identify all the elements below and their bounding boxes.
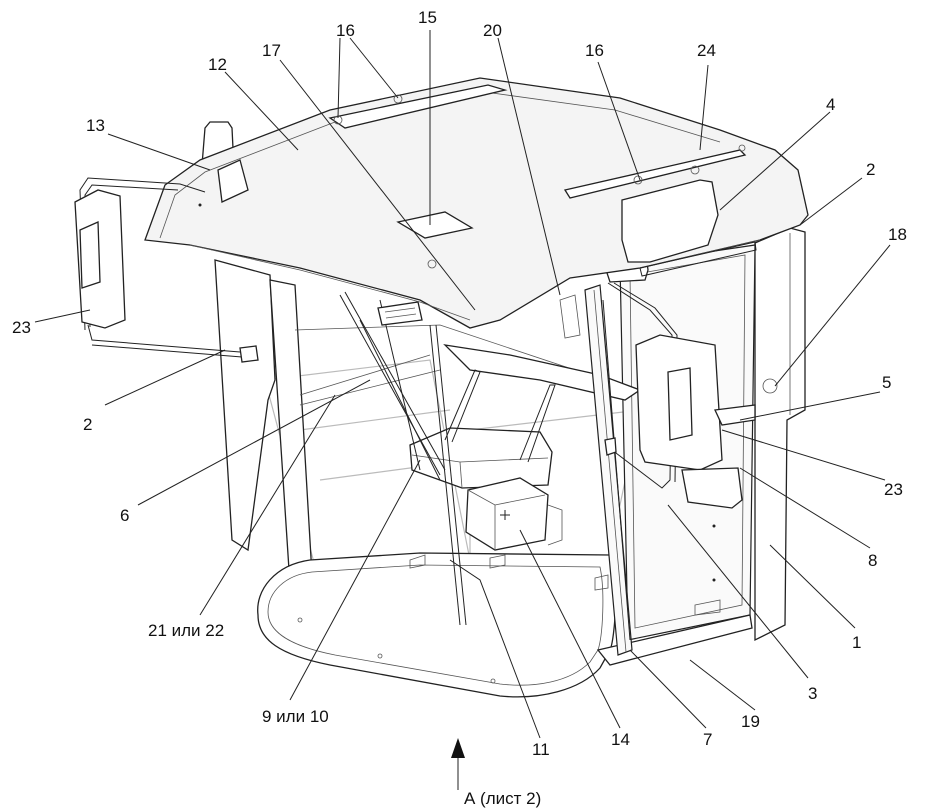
label-2-left: 2 xyxy=(83,415,92,434)
first-aid-kit xyxy=(465,477,563,551)
label-view-a: А (лист 2) xyxy=(464,789,541,808)
label-4: 4 xyxy=(826,95,835,114)
label-17: 17 xyxy=(262,41,281,60)
label-8: 8 xyxy=(868,551,877,570)
label-9-or-10: 9 или 10 xyxy=(262,707,329,726)
label-15: 15 xyxy=(418,8,437,27)
label-19: 19 xyxy=(741,712,760,731)
right-mirror xyxy=(604,282,756,509)
label-14: 14 xyxy=(611,730,630,749)
label-24: 24 xyxy=(697,41,716,60)
label-2-right: 2 xyxy=(866,160,875,179)
leader-lines xyxy=(34,30,891,739)
cab-body-left xyxy=(214,259,313,586)
label-16-top: 16 xyxy=(336,21,355,40)
view-arrow-a xyxy=(451,738,465,790)
label-21-or-22: 21 или 22 xyxy=(148,621,224,640)
label-23-right: 23 xyxy=(884,480,903,499)
label-1: 1 xyxy=(852,633,861,652)
floor-frame xyxy=(257,552,753,698)
label-16-right: 16 xyxy=(585,41,604,60)
label-11: 11 xyxy=(532,740,550,759)
callout-labels: 13 12 17 16 15 20 16 24 4 2 18 5 23 8 1 … xyxy=(12,8,907,808)
cab-body-right xyxy=(754,227,806,642)
seat xyxy=(409,369,556,489)
label-20: 20 xyxy=(483,21,502,40)
label-13: 13 xyxy=(86,116,105,135)
label-23-left: 23 xyxy=(12,318,31,337)
front-pillar-rods xyxy=(339,291,467,626)
interior-back xyxy=(294,324,642,571)
front-right-pillar xyxy=(559,284,633,656)
label-6: 6 xyxy=(120,506,129,525)
roof xyxy=(144,77,809,329)
left-mirror xyxy=(74,177,259,363)
label-12: 12 xyxy=(208,55,227,74)
label-18: 18 xyxy=(888,225,907,244)
label-7: 7 xyxy=(703,730,712,749)
label-5: 5 xyxy=(882,373,891,392)
label-3: 3 xyxy=(808,684,817,703)
